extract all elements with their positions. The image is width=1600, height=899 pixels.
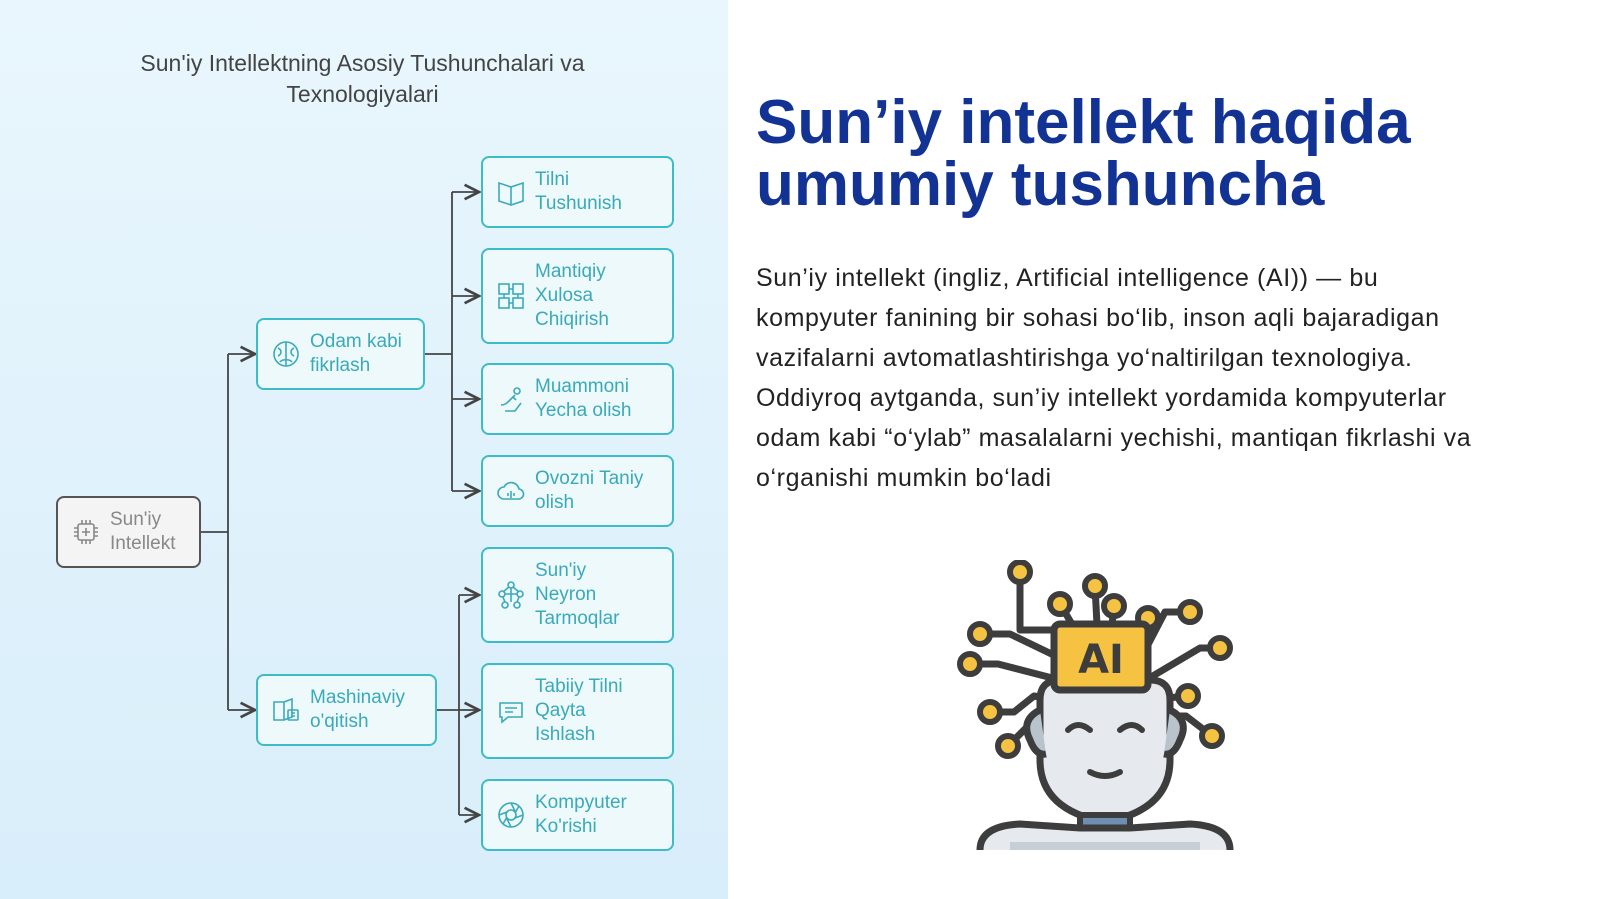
brain-icon [270, 338, 302, 370]
leaf-node-language[interactable]: Tilni Tushunish [481, 156, 674, 228]
ai-chip-label: AI [1078, 637, 1124, 683]
network-icon [495, 579, 527, 611]
root-label: Sun'iy Intellekt [110, 509, 176, 554]
branch-label: Mashinaviy o'qitish [310, 687, 406, 732]
cloud-sound-icon [495, 475, 527, 507]
page-heading: Sun’iy intellekt haqida umumiy tushuncha [756, 88, 1411, 219]
chat-icon [495, 695, 527, 727]
leaf-node-neural-networks[interactable]: Sun'iy Neyron Tarmoqlar [481, 547, 674, 643]
leaf-node-computer-vision[interactable]: Kompyuter Ko'rishi [481, 779, 674, 851]
leaf-node-nlp[interactable]: Tabiiy Tilni Qayta Ishlash [481, 663, 674, 759]
branch-node-machine-learning[interactable]: Mashinaviy o'qitish [256, 674, 437, 746]
branch-node-thinking[interactable]: Odam kabi fikrlash [256, 318, 425, 390]
root-node[interactable]: Sun'iy Intellekt [56, 496, 201, 568]
diagram-title: Sun'iy Intellektning Asosiy Tushunchalar… [140, 50, 585, 107]
leaf-label: Muammoni Yecha olish [535, 376, 632, 421]
puzzle-icon [495, 280, 527, 312]
ai-chip-icon [70, 516, 102, 548]
leaf-node-problem-solving[interactable]: Muammoni Yecha olish [481, 363, 674, 435]
aperture-icon [495, 799, 527, 831]
leaf-label: Mantiqiy Xulosa Chiqirish [535, 261, 609, 330]
body-paragraph: Sun’iy intellekt (ingliz, Artificial int… [756, 264, 1472, 492]
leaf-node-reasoning[interactable]: Mantiqiy Xulosa Chiqirish [481, 248, 674, 344]
ai-head-icon: AI [950, 559, 1260, 875]
diagram-panel: Sun'iy Intellektning Asosiy Tushunchalar… [0, 0, 728, 899]
leaf-label: Ovozni Taniy olish [535, 468, 644, 513]
branch-label: Odam kabi fikrlash [310, 331, 402, 376]
leaf-label: Sun'iy Neyron Tarmoqlar [535, 560, 620, 629]
leaf-label: Tilni Tushunish [535, 169, 622, 214]
connector-lines [201, 0, 728, 899]
leaf-label: Tabiiy Tilni Qayta Ishlash [535, 676, 623, 745]
hand-icon [495, 383, 527, 415]
book-icon [495, 176, 527, 208]
leaf-label: Kompyuter Ko'rishi [535, 792, 627, 837]
learning-book-icon [270, 694, 302, 726]
leaf-node-speech[interactable]: Ovozni Taniy olish [481, 455, 674, 527]
